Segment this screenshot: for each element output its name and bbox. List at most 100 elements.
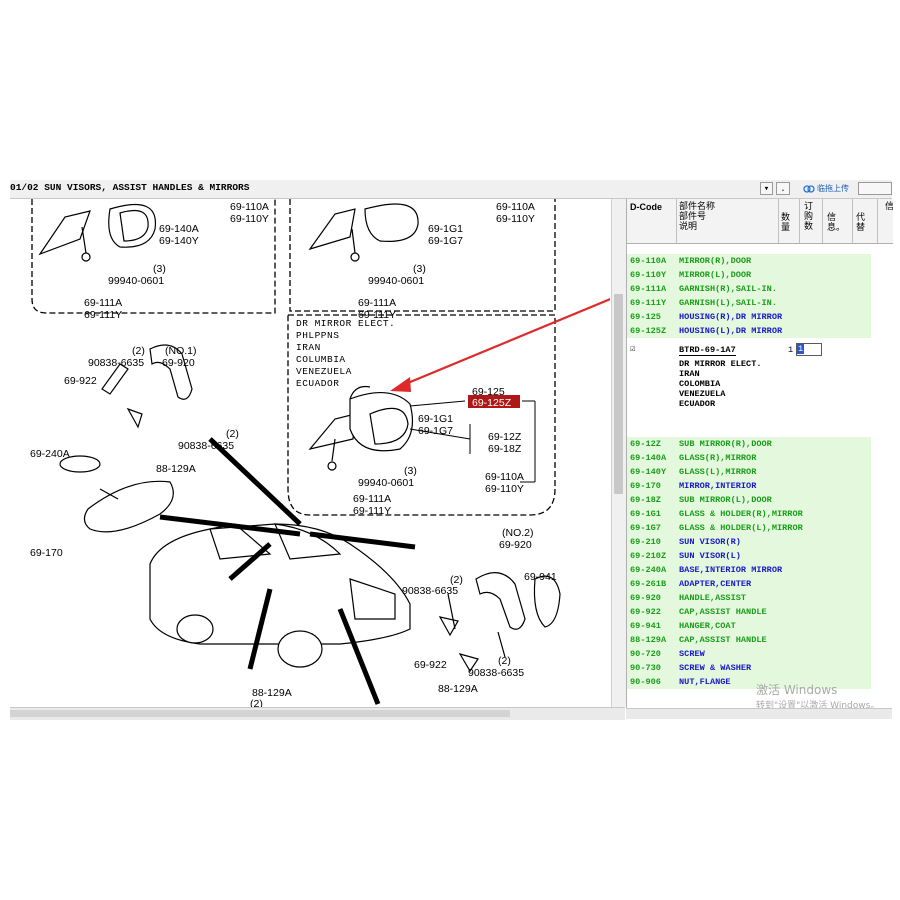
scrollbar-thumb[interactable] <box>614 294 623 494</box>
part-code: 90-906 <box>630 677 661 687</box>
part-code: 69-110Y <box>630 270 667 280</box>
part-number: BTRD-69-1A7 <box>679 345 736 356</box>
table-row[interactable]: 69-941 HANGER,COAT <box>627 619 871 633</box>
part-description: BASE,INTERIOR MIRROR <box>679 565 783 575</box>
column-header-name[interactable]: 部件名称 部件号 说明 <box>679 202 716 232</box>
part-code: 69-140A <box>630 453 667 463</box>
vertical-scrollbar[interactable] <box>611 199 626 707</box>
parts-horizontal-scrollbar[interactable] <box>626 708 892 719</box>
part-code: 69-110A <box>630 256 667 266</box>
horizontal-scrollbar[interactable] <box>10 707 625 720</box>
column-header-substitute[interactable]: 代替 <box>856 213 866 233</box>
order-quantity-value: 1 <box>797 344 805 354</box>
table-row[interactable]: 69-240A BASE,INTERIOR MIRROR <box>627 563 871 577</box>
callout-label: 90838-6635 <box>178 440 234 452</box>
detail-line: VENEZUELA <box>679 389 726 399</box>
table-row[interactable]: 69-12Z SUB MIRROR(R),DOOR <box>627 437 871 451</box>
more-button[interactable]: . . <box>776 182 790 207</box>
part-code: 69-1G7 <box>630 523 661 533</box>
chevron-down-icon[interactable]: ▾ <box>760 182 773 195</box>
red-arrow <box>402 297 610 387</box>
upload-button[interactable]: 临拖上传 <box>817 184 849 193</box>
table-header: D-Code 部件名称 部件号 说明 数量 订购数 信息。 代替 信 <box>627 199 893 244</box>
callout-label: (3) <box>153 263 166 275</box>
callout-label: 69-111A <box>358 297 396 309</box>
region-text: DR MIRROR ELECT. <box>296 318 395 329</box>
callout-label: 69-922 <box>414 659 447 671</box>
part-code: 69-240A <box>630 565 667 575</box>
parts-diagram[interactable]: DR MIRROR ELECT. PHLPPNS IRAN COLUMBIA V… <box>10 199 610 707</box>
part-description: SUB MIRROR(R),DOOR <box>679 439 772 449</box>
callout-label: 69-110A <box>230 201 269 213</box>
table-row[interactable]: 69-140Y GLASS(L),MIRROR <box>627 465 871 479</box>
part-description: GLASS(L),MIRROR <box>679 467 757 477</box>
interior-mirror-drawing <box>59 455 174 533</box>
column-header-dcode[interactable]: D-Code <box>630 202 662 212</box>
assist-handle-drawing <box>101 344 193 429</box>
callout-label: (NO.2) <box>502 527 534 539</box>
cloud-icon[interactable] <box>803 184 815 194</box>
callout-label: (3) <box>404 465 417 477</box>
parts-catalog-window: 01/02 SUN VISORS, ASSIST HANDLES & MIRRO… <box>10 180 893 720</box>
callout-label: (3) <box>413 263 426 275</box>
callout-label: 88-129A <box>438 683 478 695</box>
part-description: CAP,ASSIST HANDLE <box>679 635 767 645</box>
part-code: 69-941 <box>630 621 661 631</box>
region-text: ECUADOR <box>296 378 339 389</box>
part-description: GARNISH(R),SAIL-IN. <box>679 284 777 294</box>
column-header-extra[interactable]: 信 <box>885 202 893 212</box>
parts-list-panel: D-Code 部件名称 部件号 说明 数量 订购数 信息。 代替 信 69-11… <box>626 199 893 717</box>
table-row[interactable]: 69-1G7 GLASS & HOLDER(L),MIRROR <box>627 521 871 535</box>
order-quantity-input[interactable]: 1 <box>796 343 822 356</box>
part-code: 69-12Z <box>630 439 661 449</box>
dashed-group-box <box>289 199 556 312</box>
callout-label: 69-1G7 <box>428 235 463 247</box>
part-code: 69-18Z <box>630 495 661 505</box>
door-mirror-drawing <box>308 203 419 262</box>
part-code: 69-210 <box>630 537 661 547</box>
table-row[interactable]: 69-140A GLASS(R),MIRROR <box>627 451 871 465</box>
callout-label: 69-922 <box>64 375 97 387</box>
part-code: 69-210Z <box>630 551 667 561</box>
part-code: 69-125Z <box>630 326 667 336</box>
detail-line: DR MIRROR ELECT. <box>679 359 762 369</box>
column-header-info[interactable]: 信息。 <box>827 213 846 233</box>
dashed-group-box <box>31 199 276 314</box>
callout-label: 90838-6635 <box>468 667 524 679</box>
callout-label: 90838-6635 <box>402 585 458 597</box>
detail-line: IRAN <box>679 369 700 379</box>
callout-label: (NO.1) <box>165 345 197 357</box>
checkbox[interactable]: ☑ <box>630 344 636 354</box>
part-quantity: 1 <box>788 345 794 355</box>
activation-watermark-hint: 转到"设置"以激活 Windows。 <box>756 701 880 711</box>
callout-label: 69-920 <box>499 539 532 551</box>
toolbar-button[interactable] <box>858 182 892 195</box>
part-description: GLASS(R),MIRROR <box>679 453 757 463</box>
part-description: HANGER,COAT <box>679 621 736 631</box>
scrollbar-thumb[interactable] <box>10 710 510 717</box>
part-description: CAP,ASSIST HANDLE <box>679 607 767 617</box>
column-header-order[interactable]: 订购数 <box>804 202 814 232</box>
callout-label: 88-129A <box>156 463 196 475</box>
column-header-qty[interactable]: 数量 <box>781 213 791 233</box>
part-description: GLASS & HOLDER(L),MIRROR <box>679 523 803 533</box>
part-code: 69-140Y <box>630 467 667 477</box>
